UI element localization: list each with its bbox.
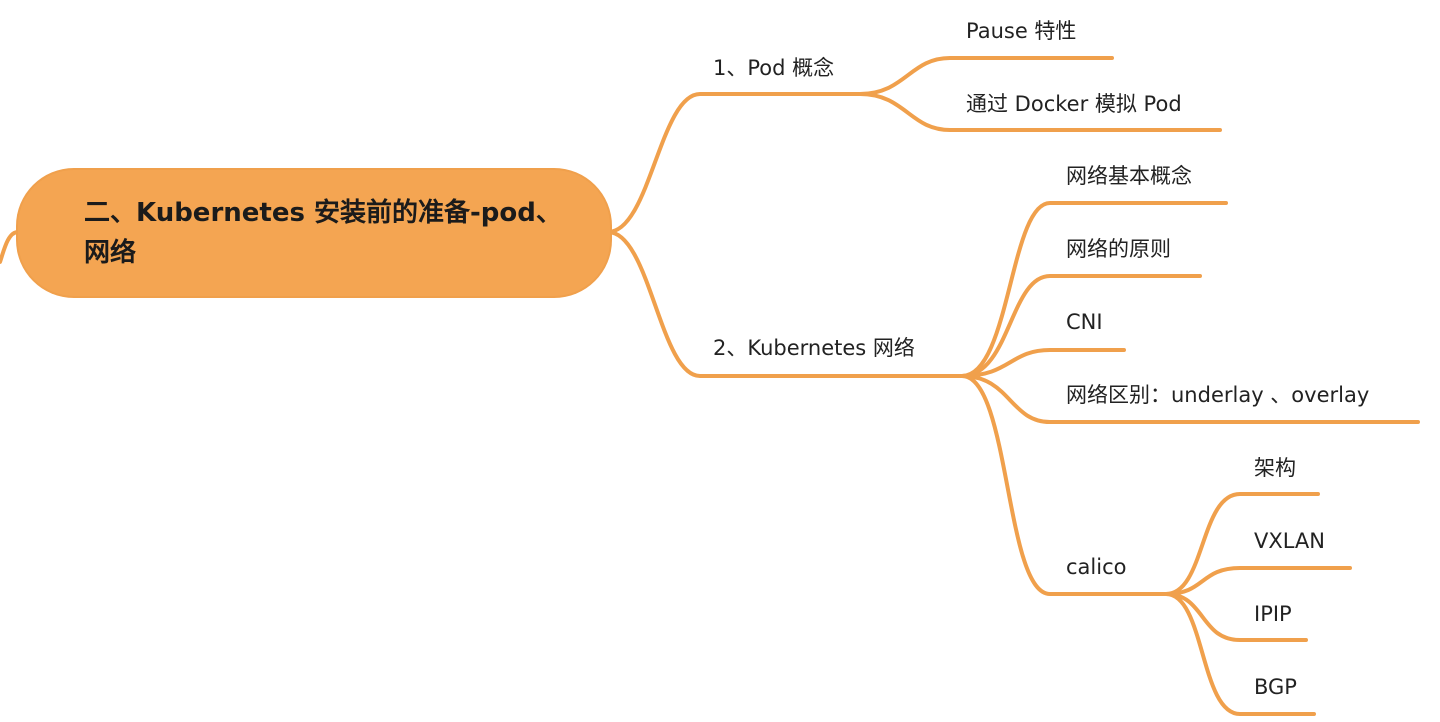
node-pause-feature[interactable]: Pause 特性 — [966, 19, 1077, 43]
connector-underlay-overlay — [960, 374, 1420, 424]
root-node-title: 二、Kubernetes 安装前的准备-pod、网络 — [84, 198, 562, 268]
node-cni[interactable]: CNI — [1066, 310, 1103, 334]
connector-docker — [858, 92, 1222, 132]
root-node[interactable] — [18, 170, 610, 296]
branch-kubernetes-network[interactable]: 2、Kubernetes 网络 — [713, 336, 915, 360]
node-network-principles[interactable]: 网络的原则 — [1066, 237, 1171, 261]
connector-bgp — [1164, 592, 1316, 716]
connector-principles — [960, 274, 1202, 378]
connector-root-branch2 — [606, 230, 964, 378]
connector-vxlan — [1164, 566, 1352, 596]
connector-ipip — [1164, 592, 1308, 642]
node-calico-bgp[interactable]: BGP — [1254, 675, 1297, 699]
branch-pod-concept[interactable]: 1、Pod 概念 — [713, 56, 835, 80]
node-network-basic-concepts[interactable]: 网络基本概念 — [1066, 164, 1192, 188]
connector-basic-concepts — [960, 201, 1228, 378]
node-underlay-overlay[interactable]: 网络区别：underlay 、overlay — [1066, 383, 1370, 407]
connector-root-left-stub — [0, 230, 20, 264]
connector-cni — [960, 348, 1126, 378]
node-calico-ipip[interactable]: IPIP — [1254, 602, 1292, 626]
node-docker-simulate-pod[interactable]: 通过 Docker 模拟 Pod — [966, 92, 1182, 116]
connector-pause — [858, 56, 1114, 96]
connector-architecture — [1164, 492, 1320, 596]
connector-root-branch1 — [606, 92, 862, 234]
node-calico[interactable]: calico — [1066, 555, 1127, 579]
node-calico-vxlan[interactable]: VXLAN — [1254, 529, 1326, 553]
connector-calico — [960, 374, 1168, 596]
node-calico-architecture[interactable]: 架构 — [1254, 456, 1296, 480]
